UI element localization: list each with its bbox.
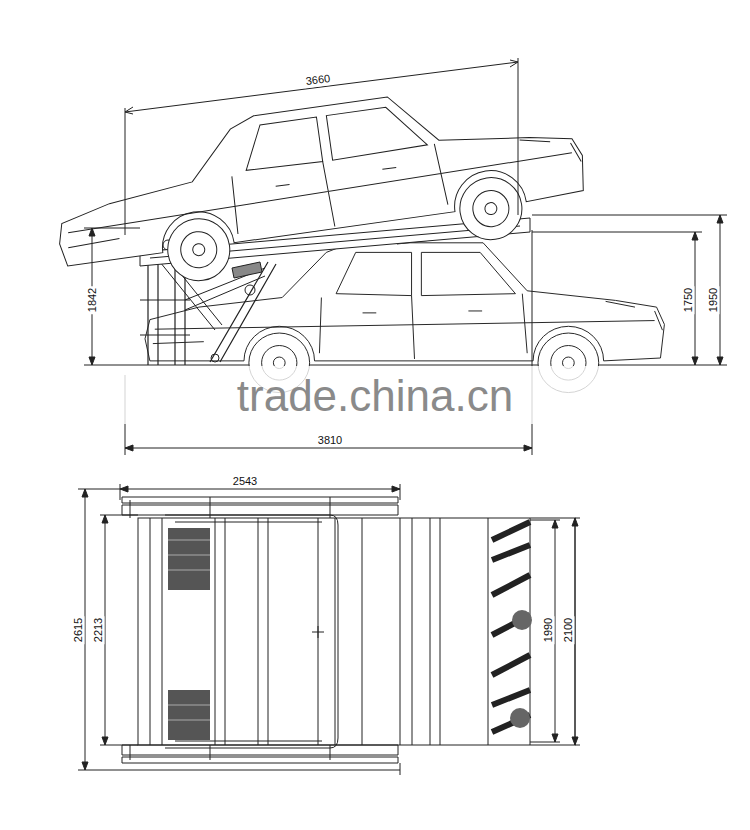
dimension-label: 2543 (231, 475, 259, 488)
dimension-label: 2100 (562, 616, 575, 644)
dimension-label: 1750 (682, 286, 695, 314)
dimension-label: 3810 (316, 434, 344, 447)
dimension-label: 1950 (707, 286, 720, 314)
watermark-text: trade.china.cn (237, 371, 513, 421)
dimension-label: 1990 (542, 616, 555, 644)
dimension-label: 2213 (92, 616, 105, 644)
dimension-label: 2615 (72, 616, 85, 644)
dimension-label: 1842 (86, 286, 99, 314)
